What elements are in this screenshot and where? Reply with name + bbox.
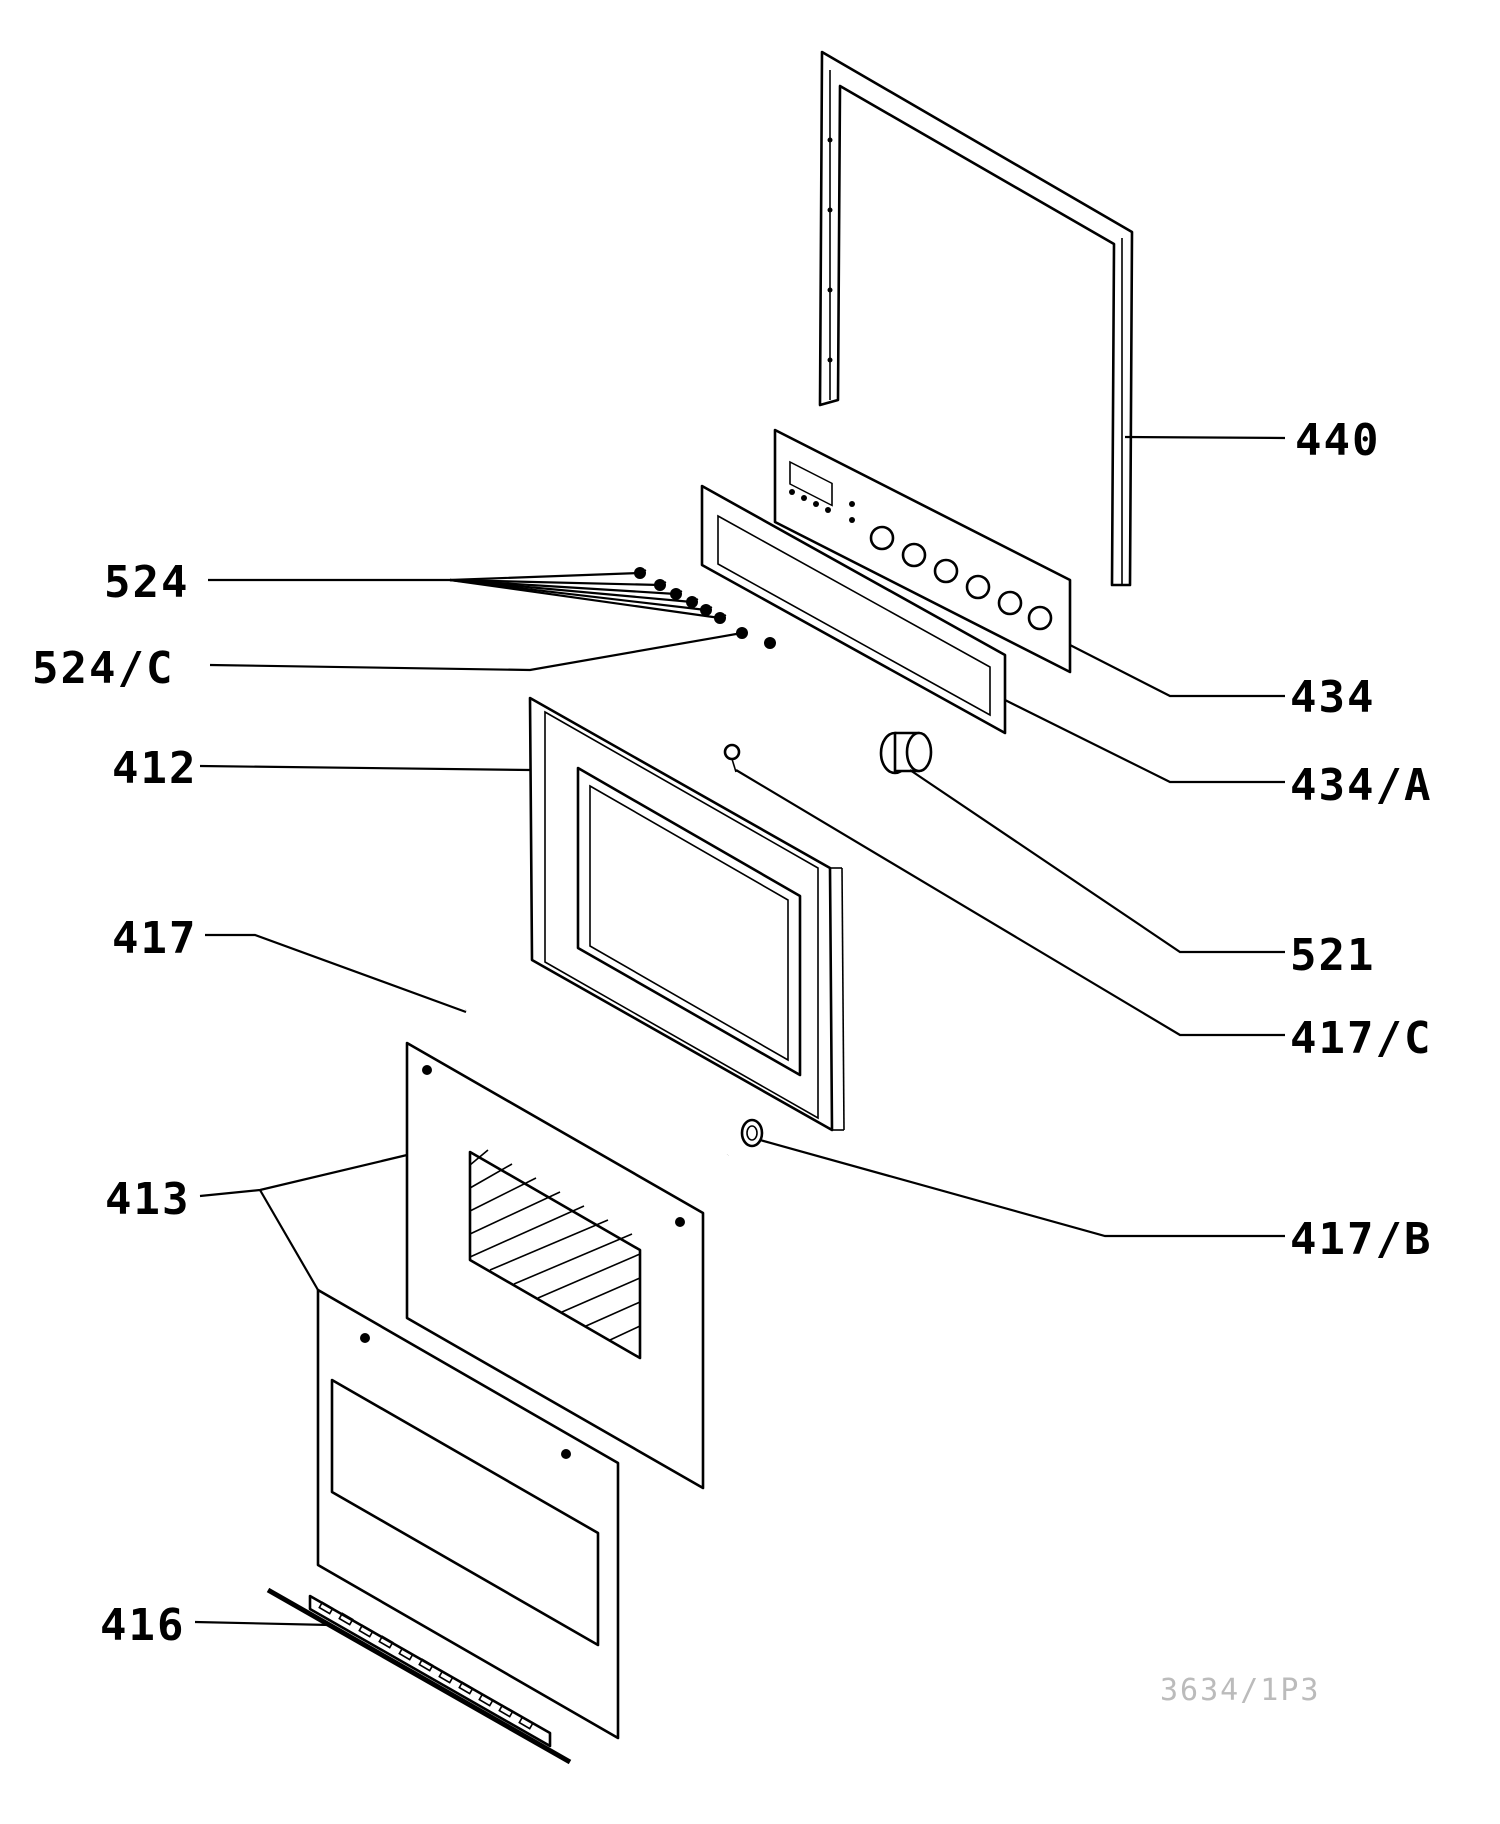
part-434-control-panel bbox=[773, 428, 1072, 674]
part-417-handle bbox=[449, 1008, 731, 1181]
part-521-knob bbox=[879, 731, 933, 775]
label-434: 434 bbox=[1290, 672, 1375, 723]
part-413-glass-panel-lower bbox=[316, 1288, 620, 1740]
drawing-code: 3634/1P3 bbox=[1160, 1673, 1321, 1708]
label-413: 413 bbox=[105, 1174, 190, 1225]
part-417c-screw bbox=[723, 743, 741, 773]
label-440: 440 bbox=[1295, 415, 1380, 466]
label-412: 412 bbox=[112, 743, 197, 794]
part-417b-grommet bbox=[740, 1118, 764, 1148]
label-524: 524 bbox=[104, 557, 189, 608]
label-417b: 417/B bbox=[1290, 1214, 1432, 1265]
part-434a-strip bbox=[700, 484, 1007, 735]
label-417: 417 bbox=[112, 913, 197, 964]
indicator-dots bbox=[789, 489, 855, 523]
label-524c: 524/C bbox=[32, 643, 174, 694]
part-440-frame bbox=[818, 50, 1134, 587]
part-524c-pins bbox=[736, 627, 776, 649]
label-417c: 417/C bbox=[1290, 1013, 1432, 1064]
label-416: 416 bbox=[100, 1600, 185, 1651]
glass-hatching bbox=[469, 1149, 641, 1341]
part-412-door-frame bbox=[528, 696, 845, 1132]
leader-lines bbox=[194, 435, 1286, 1627]
label-434a: 434/A bbox=[1290, 760, 1432, 811]
part-413-glass-panel-upper bbox=[405, 1041, 705, 1490]
part-416-bottom-trim bbox=[266, 1587, 572, 1765]
control-knobs bbox=[869, 525, 1053, 631]
part-524-pins bbox=[634, 567, 727, 624]
label-521: 521 bbox=[1290, 930, 1375, 981]
